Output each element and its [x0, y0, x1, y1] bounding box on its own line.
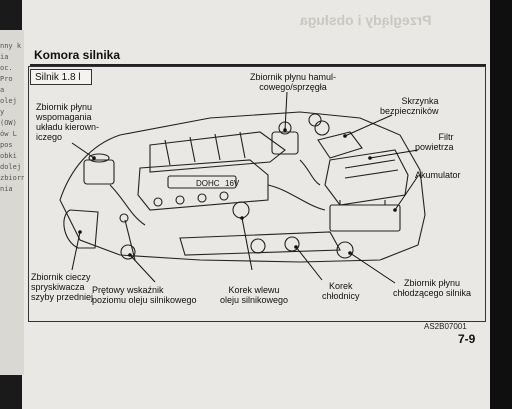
fender-outline	[59, 111, 426, 263]
radiator	[179, 231, 341, 256]
fuse-box	[317, 131, 363, 159]
dark-background	[490, 0, 512, 409]
label-dipstick: Prętowy wskaźnik poziomu oleju silnikowe…	[92, 285, 197, 305]
washer-reservoir	[63, 209, 99, 249]
title-rule	[30, 64, 486, 66]
label-oil-filler-cap: Korek wlewu oleju silnikowego	[220, 285, 289, 305]
brake-reservoir	[271, 131, 299, 155]
engine-tag: Silnik 1.8 l	[30, 69, 92, 85]
cylinder-head-cover	[137, 159, 269, 211]
label-fuse-box: Skrzynka bezpieczników	[380, 96, 439, 116]
label-coolant-reservoir: Zbiornik płynu chłodzącego silnika	[393, 278, 472, 298]
power-steering-reservoir	[83, 159, 115, 185]
engine-16v-text: 16V	[225, 179, 240, 188]
spark-plug-row	[153, 191, 229, 207]
radiator-cap	[284, 236, 300, 252]
label-washer-reservoir: Zbiornik cieczy spryskiwacza szyby przed…	[31, 272, 94, 302]
label-brake-reservoir: Zbiornik płynu hamul- cowego/sprzęgła	[250, 72, 337, 92]
air-filter	[324, 149, 409, 206]
engine-dohc-text: DOHC	[196, 179, 220, 188]
diagram-frame	[28, 66, 486, 322]
manual-page	[22, 0, 490, 409]
oil-filler-cap	[232, 201, 250, 219]
dipstick	[124, 219, 136, 261]
label-battery: Akumulator	[415, 170, 461, 180]
battery	[329, 204, 401, 232]
section-title: Komora silnika	[34, 48, 121, 62]
page-number: 7-9	[458, 332, 476, 346]
intake-manifold	[149, 131, 286, 173]
label-radiator-cap: Korek chłodnicy	[322, 281, 360, 301]
label-power-steering: Zbiornik płynu wspomagania układu kierow…	[36, 102, 100, 142]
coolant-reservoir	[336, 241, 354, 259]
label-air-filter: Filtr powietrza	[415, 132, 454, 152]
figure-code: AS2B07001	[424, 322, 467, 331]
